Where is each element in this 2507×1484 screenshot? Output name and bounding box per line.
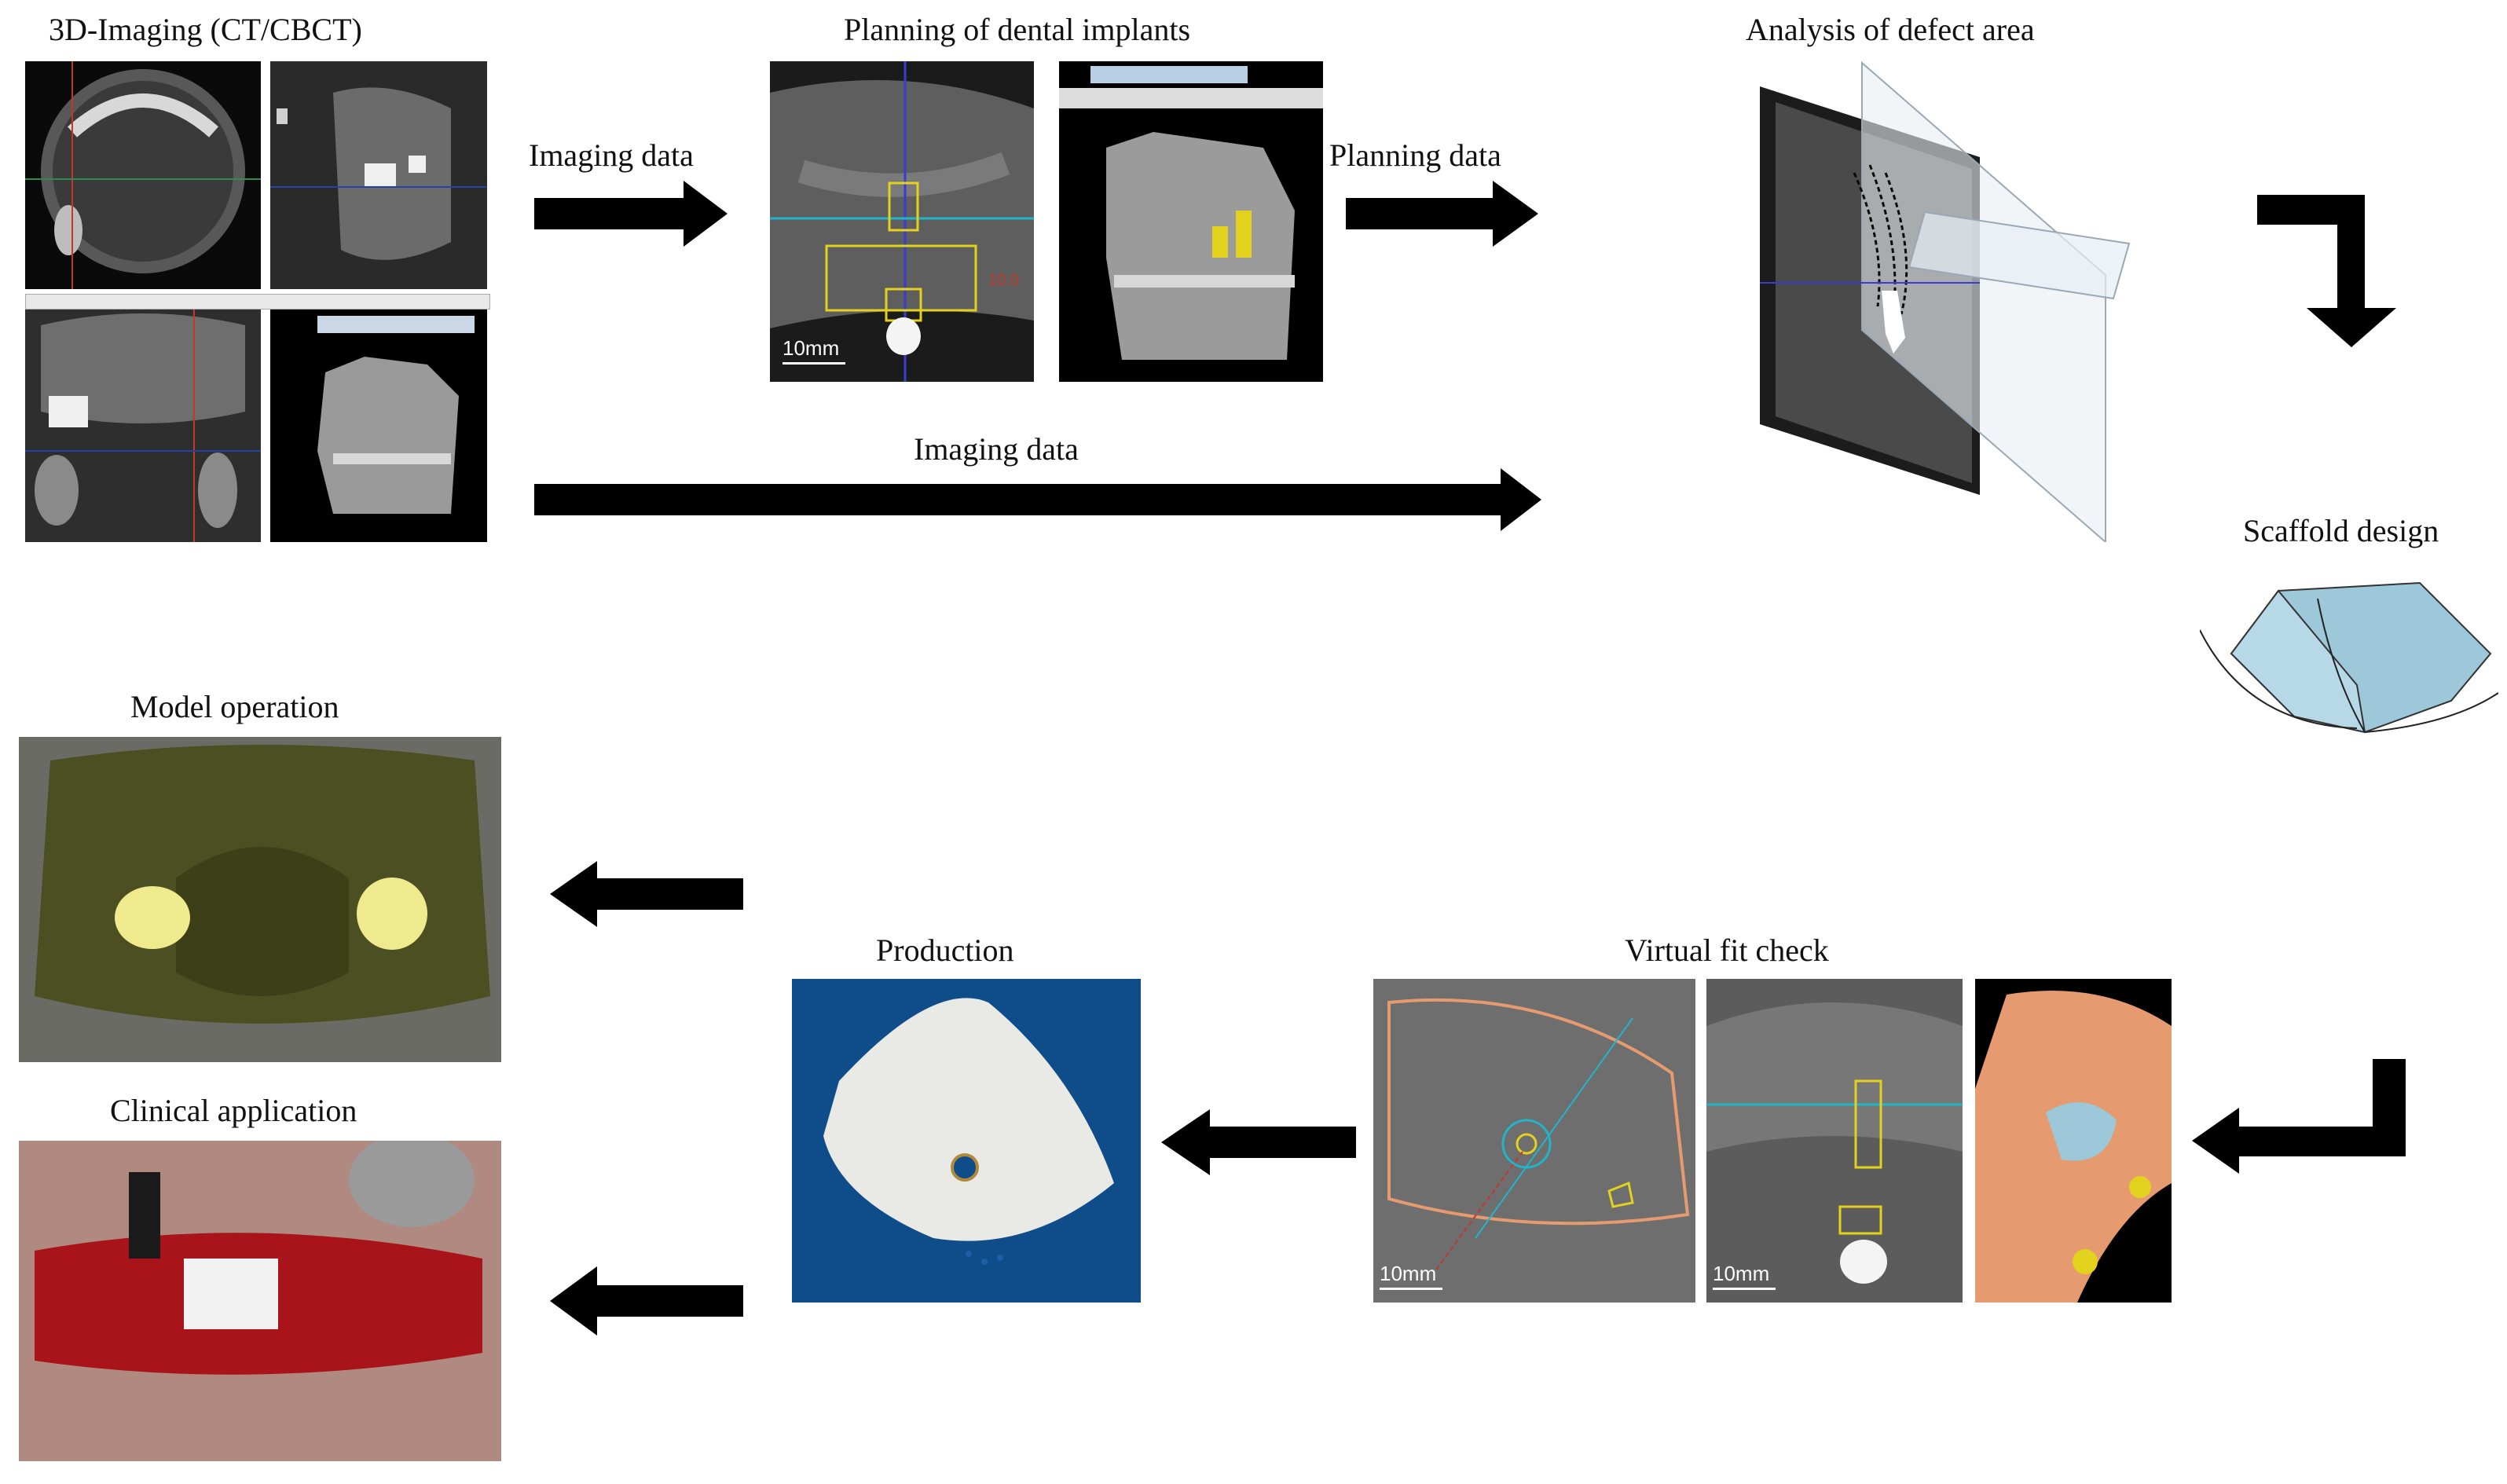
defect-analysis-graphic <box>1760 60 2131 542</box>
ct-3d-render-view <box>270 310 487 542</box>
svg-text:10.0: 10.0 <box>988 272 1019 289</box>
arrow-right-imaging <box>534 181 728 247</box>
planning-3d-render <box>1059 61 1323 382</box>
coronal-slice-drawing <box>25 310 261 542</box>
fit-sagittal-drawing <box>1706 979 1963 1303</box>
production-drawing <box>823 998 1114 1265</box>
fit-scale-text-2: 10mm <box>1713 1262 1770 1285</box>
arrow-label-imaging-data-1: Imaging data <box>529 137 694 173</box>
model-operation-photo <box>19 737 501 1062</box>
model-operation-drawing <box>19 737 501 1062</box>
fit-check-sagittal: 10mm <box>1706 979 1963 1303</box>
label-analysis-defect: Analysis of defect area <box>1746 12 2035 47</box>
fit-3d-drawing <box>1975 991 2172 1303</box>
ct-axial-view <box>25 61 261 289</box>
label-planning-implants: Planning of dental implants <box>844 12 1191 47</box>
arrow-elbow-down <box>2257 195 2396 347</box>
label-clinical-application: Clinical application <box>110 1093 357 1128</box>
fit-check-axial: 10mm <box>1373 979 1695 1303</box>
arrow-label-planning-data: Planning data <box>1329 137 1501 173</box>
planning-slice-drawing: 10.0 <box>770 61 1034 382</box>
clinical-photo <box>19 1141 501 1461</box>
planning-ct-slice: 10.0 10mm <box>770 61 1034 382</box>
sagittal-slice-drawing <box>270 61 487 289</box>
fit-axial-drawing <box>1373 979 1695 1303</box>
scaffold-shape <box>2200 581 2498 734</box>
fit-check-3d <box>1975 979 2172 1303</box>
arrow-right-long <box>534 468 1541 531</box>
planning-scale-text: 10mm <box>783 336 840 360</box>
planning-render-drawing <box>1059 66 1323 360</box>
arrow-left-clinical <box>550 1266 743 1336</box>
axial-slice-drawing <box>25 61 261 289</box>
render-3d-drawing <box>270 310 487 542</box>
arrow-label-imaging-data-2: Imaging data <box>914 431 1079 467</box>
label-production: Production <box>876 933 1014 968</box>
ct-coronal-view <box>25 310 261 542</box>
clinical-drawing <box>19 1141 501 1461</box>
ct-sagittal-view <box>270 61 487 289</box>
production-photo <box>792 979 1141 1303</box>
fit-scalebar-2: 10mm <box>1713 1262 1776 1290</box>
ct-toolbar-strip[interactable] <box>25 294 490 310</box>
fit-scalebar-1: 10mm <box>1380 1262 1442 1290</box>
arrow-left-production <box>1161 1109 1356 1175</box>
label-model-operation: Model operation <box>130 689 339 724</box>
label-scaffold-design: Scaffold design <box>2243 513 2439 548</box>
label-3d-imaging: 3D-Imaging (CT/CBCT) <box>49 12 362 47</box>
arrow-right-planning <box>1346 181 1538 247</box>
arrow-left-model <box>550 861 743 927</box>
planning-scalebar: 10mm <box>783 336 845 365</box>
fit-scale-text-1: 10mm <box>1380 1262 1437 1285</box>
arrow-elbow-left <box>2192 1059 2406 1174</box>
label-virtual-fit-check: Virtual fit check <box>1625 933 1829 968</box>
